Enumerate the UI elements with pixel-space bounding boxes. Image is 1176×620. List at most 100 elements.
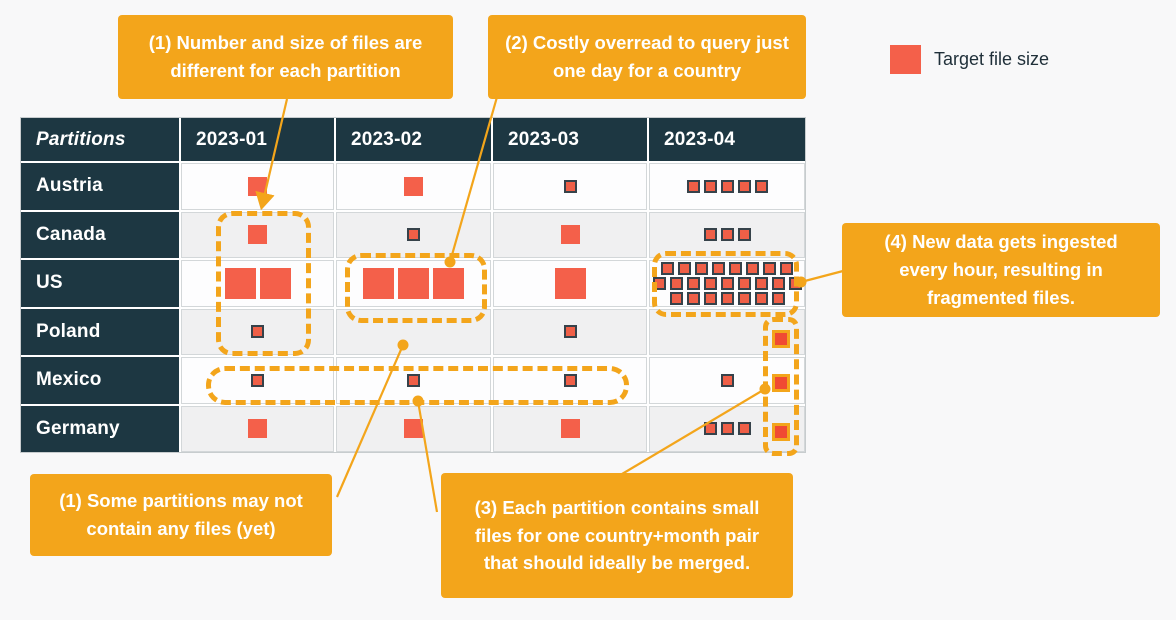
file-square <box>669 291 683 305</box>
file-square <box>563 179 577 193</box>
file-square <box>703 276 717 290</box>
file-square <box>737 228 751 242</box>
partition-cell <box>181 405 334 452</box>
file-square <box>224 267 256 299</box>
file-square <box>661 261 674 275</box>
file-square <box>703 422 717 436</box>
file-square <box>703 291 717 305</box>
file-square <box>695 261 708 275</box>
file-square <box>754 291 768 305</box>
partition-cell <box>649 260 805 307</box>
partition-cell <box>336 163 491 210</box>
partition-cell <box>493 260 647 307</box>
row-label: US <box>21 260 179 307</box>
partition-cell <box>649 163 805 210</box>
ingested-file-square <box>772 423 790 441</box>
partition-cell <box>336 211 491 258</box>
file-square <box>788 276 802 290</box>
file-square <box>407 373 420 387</box>
file-square <box>703 179 717 193</box>
file-square <box>686 291 700 305</box>
file-square <box>780 261 793 275</box>
ingested-file-square <box>772 374 790 392</box>
file-square <box>720 276 734 290</box>
file-square <box>737 422 751 436</box>
row-label: Mexico <box>21 357 179 404</box>
file-square <box>729 261 742 275</box>
file-square <box>712 261 725 275</box>
file-square <box>771 291 785 305</box>
file-square <box>248 419 267 439</box>
file-square <box>251 325 264 339</box>
partition-cell <box>493 357 647 404</box>
file-square <box>398 267 429 299</box>
file-square <box>259 267 291 299</box>
file-square <box>746 261 759 275</box>
partition-cell <box>336 405 491 452</box>
file-square <box>678 261 691 275</box>
file-square <box>560 419 580 439</box>
column-header: 2023-04 <box>649 118 805 161</box>
callout-ingestion: (4) New data gets ingested every hour, r… <box>842 223 1160 317</box>
partition-cell <box>336 308 491 355</box>
file-square <box>737 291 751 305</box>
partition-cell <box>493 308 647 355</box>
file-square <box>720 422 734 436</box>
legend-label: Target file size <box>934 49 1050 69</box>
target-file-size-swatch <box>890 45 921 74</box>
file-square <box>703 228 717 242</box>
ingested-file-square <box>772 330 790 348</box>
file-square <box>404 176 423 196</box>
partition-cell <box>336 260 491 307</box>
partition-cell <box>336 357 491 404</box>
file-square <box>652 276 666 290</box>
file-square <box>737 276 751 290</box>
file-square <box>363 267 394 299</box>
callout-files-differ: (1) Number and size of files are differe… <box>118 15 453 99</box>
partition-cell <box>493 405 647 452</box>
row-label: Austria <box>21 163 179 210</box>
file-square <box>563 325 577 339</box>
callout-empty-partitions: (1) Some partitions may not contain any … <box>30 474 332 556</box>
file-square <box>669 276 683 290</box>
file-square <box>686 276 700 290</box>
file-square <box>251 373 264 387</box>
file-square <box>404 419 423 439</box>
file-square <box>554 267 586 299</box>
file-square <box>720 228 734 242</box>
file-square <box>737 179 751 193</box>
row-label: Canada <box>21 211 179 258</box>
file-square <box>720 373 734 387</box>
row-label: Germany <box>21 405 179 452</box>
column-header: 2023-03 <box>493 118 647 161</box>
partition-cell <box>181 308 334 355</box>
file-square <box>686 179 700 193</box>
legend: Target file size <box>890 45 1049 74</box>
partition-cell <box>181 163 334 210</box>
file-square <box>560 225 580 245</box>
file-square <box>771 276 785 290</box>
partition-cell <box>493 211 647 258</box>
file-square <box>754 276 768 290</box>
column-header: 2023-01 <box>181 118 334 161</box>
file-square <box>754 179 768 193</box>
file-square <box>720 179 734 193</box>
leader-ingestion <box>800 269 844 284</box>
file-square <box>720 291 734 305</box>
column-header: 2023-02 <box>336 118 491 161</box>
file-square <box>563 373 577 387</box>
partition-cell <box>649 211 805 258</box>
partition-cell <box>181 211 334 258</box>
partition-cell <box>181 260 334 307</box>
callout-costly-overread: (2) Costly overread to query just one da… <box>488 15 806 99</box>
table-corner-header: Partitions <box>21 118 179 161</box>
file-square <box>763 261 776 275</box>
partition-cell <box>181 357 334 404</box>
file-square <box>248 176 267 196</box>
partition-cell <box>493 163 647 210</box>
callout-small-files: (3) Each partition contains small files … <box>441 473 793 598</box>
row-label: Poland <box>21 308 179 355</box>
file-square <box>433 267 464 299</box>
